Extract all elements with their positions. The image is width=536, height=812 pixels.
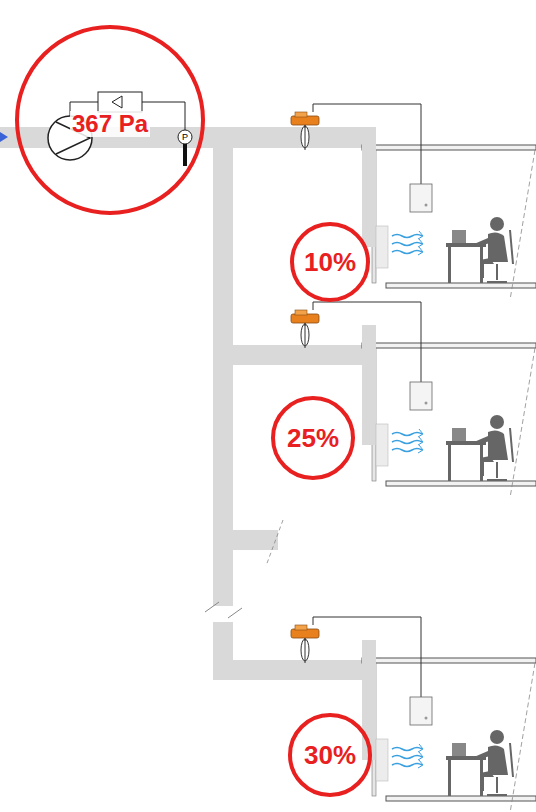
sensor-letter: P bbox=[182, 133, 188, 142]
highlight-circle: 10% bbox=[290, 222, 370, 302]
value-text: 30% bbox=[302, 741, 358, 770]
value-text: 10% bbox=[302, 248, 358, 277]
value-text: 367 Pa bbox=[70, 111, 150, 137]
highlight-circle: 367 Pa bbox=[15, 25, 205, 215]
highlight-circle: 25% bbox=[271, 396, 355, 480]
value-text: 25% bbox=[285, 424, 341, 453]
highlight-circle: 30% bbox=[288, 713, 372, 797]
